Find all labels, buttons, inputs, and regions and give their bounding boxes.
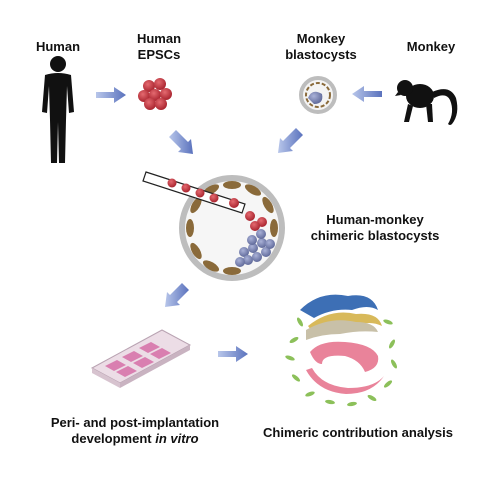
culture-plate-icon (90, 329, 192, 388)
label-monkey: Monkey (406, 39, 456, 54)
arrow-monkey-to-blastocyst (352, 86, 382, 102)
label-chimeric-line1: Human-monkey (326, 212, 424, 227)
arrow-culture-to-analysis (218, 346, 248, 362)
label-chimeric-line2: chimeric blastocysts (310, 228, 440, 243)
arrow-chimeric-to-culture (165, 283, 189, 307)
arrow-epscs-to-chimeric (169, 130, 193, 154)
human-silhouette-icon (42, 56, 74, 163)
epsc-cluster-icon (138, 78, 172, 110)
label-peri-line1: Peri- and post-implantation (50, 415, 220, 430)
label-chimeric-blastocysts: Human-monkey chimeric blastocysts (300, 212, 450, 244)
label-human-epscs-line2: EPSCs (137, 47, 181, 62)
chimeric-blastocyst-icon (142, 171, 285, 281)
label-monkey-blastocysts: Monkey blastocysts (276, 31, 366, 63)
label-peri-line2-prefix: development (71, 431, 156, 446)
label-human: Human (35, 39, 81, 54)
label-human-epscs-line1: Human (136, 31, 182, 46)
label-monkey-blastocysts-line1: Monkey (296, 31, 346, 46)
arrow-human-to-epscs (96, 87, 126, 103)
label-chimeric-contribution: Chimeric contribution analysis (263, 425, 453, 440)
arrow-blastocyst-to-chimeric (278, 128, 303, 153)
chimeric-embryo-icon (285, 294, 398, 407)
label-peri-line2-italic: in vitro (155, 431, 199, 446)
monkey-silhouette-icon (395, 80, 458, 125)
label-peri-post-implantation: Peri- and post-implantation development … (40, 415, 230, 447)
label-human-epscs: Human EPSCs (124, 31, 194, 63)
label-monkey-blastocysts-line2: blastocysts (285, 47, 357, 62)
label-peri-line2: development in vitro (40, 431, 230, 447)
monkey-blastocyst-icon (299, 76, 337, 114)
